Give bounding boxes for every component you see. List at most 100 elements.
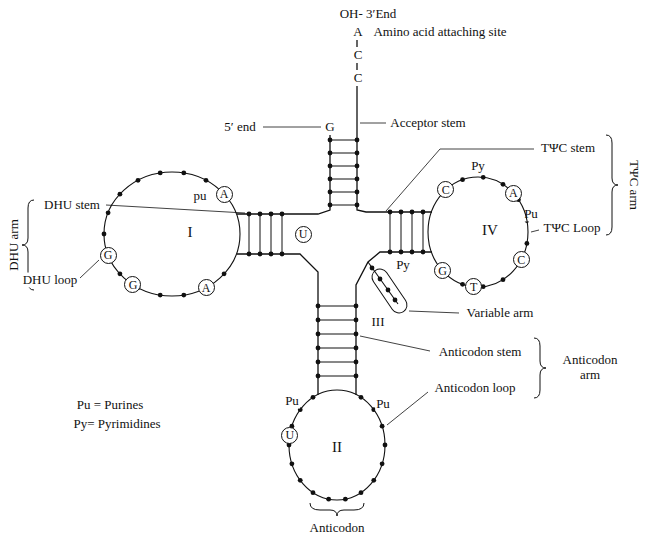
leader-line xyxy=(360,336,430,351)
leader-line xyxy=(409,311,459,313)
circled-base: A xyxy=(505,185,522,202)
circled-base: C xyxy=(513,251,530,268)
part-label: Pu xyxy=(375,397,391,412)
circled-base: T xyxy=(465,278,482,295)
base-pair-bond xyxy=(260,214,261,254)
nucleotide-dot xyxy=(410,250,415,255)
base-letter: G xyxy=(438,265,447,277)
strand-line xyxy=(356,40,357,47)
base-pair-bond xyxy=(249,214,250,254)
base-pair-bond xyxy=(330,205,357,206)
nucleotide-dot xyxy=(399,250,404,255)
base-pair-bond xyxy=(318,334,356,335)
leader-line xyxy=(531,230,539,232)
nucleotide-dot xyxy=(355,177,360,182)
leader-line xyxy=(360,123,386,124)
nucleotide-dot xyxy=(328,151,333,156)
nucleotide-dot xyxy=(354,346,359,351)
base-letter: G xyxy=(104,249,113,261)
bracket xyxy=(310,503,364,516)
part-label: C xyxy=(353,71,364,86)
nucleotide-dot xyxy=(328,203,333,208)
nucleotide-dot xyxy=(328,164,333,169)
part-label: Anticodon stem xyxy=(438,345,523,360)
circled-base: A xyxy=(216,186,233,203)
nucleotide-dot xyxy=(399,210,404,215)
circled-base: U xyxy=(295,226,312,243)
part-label: Anticodon xyxy=(309,521,366,536)
nucleotide-dot xyxy=(247,252,252,257)
nucleotide-dot xyxy=(316,346,321,351)
base-pair-bond xyxy=(282,214,283,254)
base-pair-bond xyxy=(390,212,391,252)
variable-arm-outline-fill xyxy=(380,277,399,305)
leader-line xyxy=(80,260,99,278)
nucleotide-dot xyxy=(316,318,321,323)
base-pair-bond xyxy=(330,153,357,154)
loop: IIU xyxy=(289,390,385,500)
base-letter: C xyxy=(517,254,525,266)
nucleotide-dot xyxy=(388,250,393,255)
base-pair-bond xyxy=(423,212,424,252)
part-label: OH- 3′End xyxy=(339,7,398,22)
nucleotide-dot xyxy=(354,374,359,379)
base-letter: A xyxy=(509,187,518,199)
part-label: Acceptor stem xyxy=(389,116,466,131)
base-pair-bond xyxy=(318,376,356,377)
strand-line xyxy=(357,86,432,212)
base-letter: U xyxy=(299,228,308,240)
nucleotide-dot xyxy=(280,212,285,217)
base-pair-bond xyxy=(318,306,356,307)
base-letter: G xyxy=(129,279,138,291)
strand-line xyxy=(356,252,432,395)
circled-base: G xyxy=(124,276,141,293)
nucleotide-dot xyxy=(316,374,321,379)
base-pair-bond xyxy=(318,320,356,321)
nucleotide-dot xyxy=(355,190,360,195)
part-label: Py xyxy=(395,258,411,273)
variable-arm-strand xyxy=(368,262,398,304)
loop: I A G G A xyxy=(104,172,240,296)
circled-base: C xyxy=(437,181,454,198)
variable-arm-outline xyxy=(380,277,399,305)
nucleotide-dot xyxy=(269,212,274,217)
nucleotide-dot xyxy=(269,252,274,257)
loop-number: I xyxy=(188,225,193,240)
part-label: Py xyxy=(470,159,486,174)
part-label: A xyxy=(352,25,363,40)
nucleotide-dot xyxy=(421,210,426,215)
nucleotide-dot xyxy=(410,210,415,215)
part-label: III xyxy=(371,315,386,330)
part-label: Pu = Purines xyxy=(76,398,145,413)
leader-line xyxy=(263,127,321,128)
nucleotide-dot xyxy=(258,212,263,217)
base-letter: T xyxy=(470,281,477,293)
nucleotide-dot xyxy=(280,252,285,257)
nucleotide-dot xyxy=(258,252,263,257)
nucleotide-dot xyxy=(247,212,252,217)
nucleotide-dot xyxy=(355,203,360,208)
circled-base: A xyxy=(198,279,215,296)
nucleotide-dot xyxy=(354,332,359,337)
nucleotide-dot xyxy=(355,164,360,169)
nucleotide-dot xyxy=(393,298,398,303)
nucleotide-dot xyxy=(370,266,375,271)
base-pair-bond xyxy=(412,212,413,252)
strand-line xyxy=(237,254,318,395)
circled-base: G xyxy=(100,247,117,264)
loop-number: II xyxy=(332,440,342,455)
base-pair-bond xyxy=(318,348,356,349)
nucleotide-dot xyxy=(386,288,391,293)
part-label: TΨC stem xyxy=(540,141,596,156)
part-label: 5′ end xyxy=(223,120,256,135)
nucleotide-dot xyxy=(316,360,321,365)
part-label: DHU stem xyxy=(43,198,101,213)
nucleotide-dot xyxy=(355,138,360,143)
nucleotide-dot xyxy=(355,151,360,156)
part-label: TΨC Loop xyxy=(543,221,602,236)
loop-number: IV xyxy=(482,223,498,238)
part-label: G xyxy=(324,120,335,135)
part-label: DHU arm xyxy=(7,218,22,272)
nucleotide-dot xyxy=(354,360,359,365)
